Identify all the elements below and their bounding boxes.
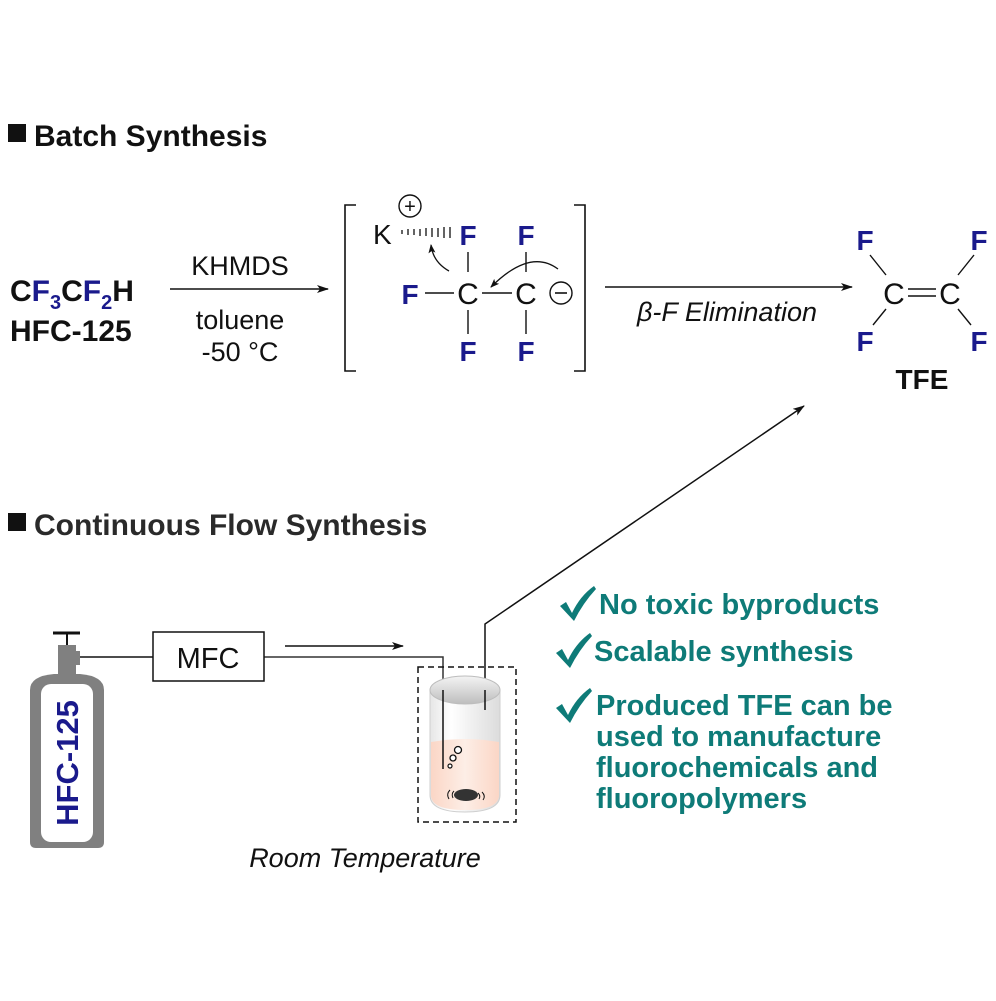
mfc-box[interactable] [152,631,265,682]
tfe-fluorine-top-left: F [856,225,873,256]
cylinder-valve-body [58,645,76,675]
flow-section-header: Continuous Flow Synthesis [8,509,427,542]
tfe-carbon-2: C [939,278,961,311]
k-f-interaction-bond [401,227,451,238]
benefits-list: No toxic byproducts Scalable synthesis P… [556,586,901,815]
square-bullet-icon [8,124,26,142]
electron-push-arrow-2 [490,261,559,288]
fluorine-label-bottom-left: F [459,336,476,367]
fluorine-label-left: F [401,279,418,310]
flow-section-title: Continuous Flow Synthesis [34,509,427,542]
reagent-label: KHMDS [191,251,289,281]
electron-push-arrow-1 [428,244,450,272]
stir-motion-left [447,789,455,800]
tfe-fluorine-bottom-left: F [856,326,873,357]
cylinder-label: HFC-125 [50,700,85,826]
checkmark-icon [556,688,592,723]
benefit-text: No toxic byproducts [599,589,879,621]
bubble-icon [449,754,457,762]
mfc-label: MFC [177,643,240,675]
tfe-fluorine-bottom-right: F [970,326,987,357]
fluorine-label-bottom-right: F [517,336,534,367]
tfe-name: TFE [896,364,949,395]
cylinder-valve-outlet [74,651,80,665]
tfe-bonds [869,254,975,326]
batch-section-header: Batch Synthesis [8,120,267,153]
tfe-carbon-1: C [883,278,905,311]
positive-charge-icon [398,194,422,218]
intermediate-structure: K + F F F F F C C [344,194,586,372]
elimination-label: β-F Elimination [636,297,817,327]
vessel-cap [429,675,501,705]
benefit-item: Produced TFE can be used to manufacture … [556,688,901,815]
benefit-item: Scalable synthesis [556,633,854,668]
carbon-label-2: C [515,278,537,311]
potassium-label: K [373,219,392,250]
reactant-name: HFC-125 [10,315,132,348]
room-temperature-label: Room Temperature [249,843,481,873]
benefit-text: Produced TFE can be used to manufacture … [596,690,901,815]
step1-arrow-group: KHMDS toluene -50 °C [170,251,329,367]
bubble-icon [453,745,463,755]
temperature-label: -50 °C [202,337,279,367]
stir-bar-icon [454,789,478,801]
batch-section-title: Batch Synthesis [34,120,267,153]
positive-charge-symbol: + [404,196,416,218]
checkmark-icon [560,586,596,621]
reactant-formula: CF3CF2H [10,275,134,314]
gas-cylinder: HFC-125 [30,631,104,848]
tube-mfc-to-reactor [264,656,444,702]
stir-motion-right [477,791,485,801]
square-bullet-icon [8,513,26,531]
fluorine-label-top-right: F [517,220,534,251]
negative-charge-icon [549,281,573,305]
step2-arrow-group: β-F Elimination [605,283,853,327]
benefit-text: Scalable synthesis [594,636,854,668]
checkmark-icon [556,633,592,668]
cylinder-label-panel [41,684,93,842]
temperature-zone-box [417,666,517,823]
left-bracket [344,204,356,372]
solvent-label: toluene [196,305,285,335]
right-bracket [574,204,586,372]
bubble-icon [447,763,453,769]
intermediate-bonds [425,252,527,334]
reactor-vessel [417,666,517,823]
tfe-fluorine-top-right: F [970,225,987,256]
product-tfe: F F F F C C TFE [856,225,987,395]
fluorine-label-top-left: F [459,220,476,251]
benefit-item: No toxic byproducts [560,586,879,621]
carbon-label-1: C [457,278,479,311]
reactant-hfc125: CF3CF2H HFC-125 [10,275,134,348]
